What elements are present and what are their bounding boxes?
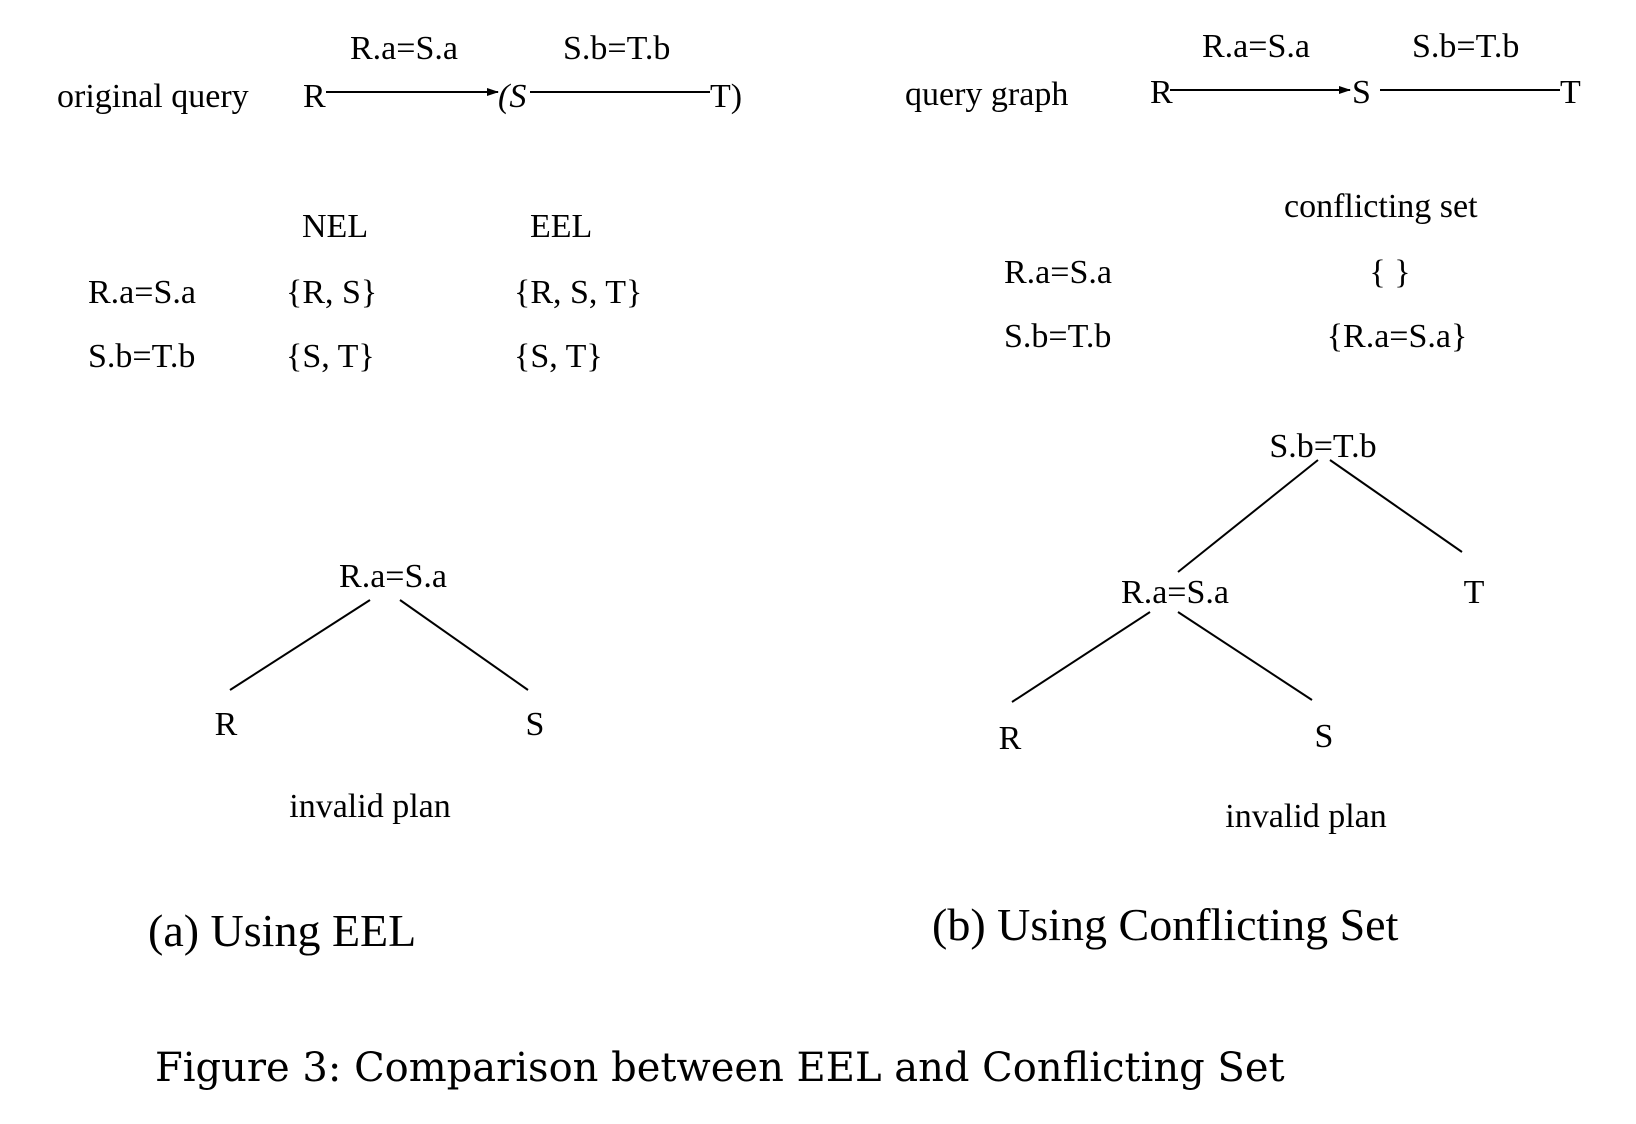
figure-caption: Figure 3: Comparison between EEL and Con… xyxy=(155,1045,1285,1091)
query-graph-label: query graph xyxy=(905,76,1069,113)
tree-a-leaf-s: S xyxy=(525,706,545,743)
tree-a-root: R.a=S.a xyxy=(339,558,447,595)
tree-b-root-right-branch xyxy=(1329,459,1463,553)
panel-b-node-r: R xyxy=(1150,74,1173,111)
panel-a-node-t: T) xyxy=(710,78,743,115)
panel-b-edge2-label: S.b=T.b xyxy=(1412,28,1520,65)
panel-b-caption: (b) Using Conflicting Set xyxy=(932,899,1399,950)
panel-b-edge1-label: R.a=S.a xyxy=(1202,28,1310,65)
panel-a-row2-eel: {S, T} xyxy=(514,338,603,375)
panel-a-caption: (a) Using EEL xyxy=(148,905,417,956)
panel-a-row2-pred: S.b=T.b xyxy=(88,338,196,375)
panel-b-row1-pred: R.a=S.a xyxy=(1004,254,1112,291)
tree-b-mid: R.a=S.a xyxy=(1121,574,1229,611)
tree-b-leaf-t: T xyxy=(1463,574,1485,611)
panel-a-row1-pred: R.a=S.a xyxy=(88,274,196,311)
original-query-label: original query xyxy=(57,78,249,115)
panel-a-node-s: (S xyxy=(498,78,527,115)
panel-a-row1-eel: {R, S, T} xyxy=(514,274,643,311)
panel-a-row1-nel: {R, S} xyxy=(286,274,378,311)
tree-b-mid-left-branch xyxy=(1011,611,1151,703)
tree-b-leaf-s: S xyxy=(1314,718,1334,755)
panel-a-node-r: R xyxy=(303,78,326,115)
tree-a-right-branch xyxy=(399,599,529,691)
tree-b-mid-right-branch xyxy=(1177,611,1313,701)
nel-header: NEL xyxy=(302,208,369,245)
panel-a-invalid-plan-label: invalid plan xyxy=(289,788,451,825)
panel-b-invalid-plan-label: invalid plan xyxy=(1225,798,1387,835)
panel-b-row2-set: {R.a=S.a} xyxy=(1326,318,1468,355)
panel-b-row1-set: { } xyxy=(1369,254,1411,291)
tree-a-leaf-r: R xyxy=(214,706,238,743)
panel-a-edge1-label: R.a=S.a xyxy=(350,30,458,67)
panel-b-node-s: S xyxy=(1352,74,1371,111)
panel-a-edge2-label: S.b=T.b xyxy=(563,30,671,67)
eel-header: EEL xyxy=(530,208,593,245)
panel-a-row2-nel: {S, T} xyxy=(286,338,375,375)
panel-b-row2-pred: S.b=T.b xyxy=(1004,318,1112,355)
tree-b-root-left-branch xyxy=(1177,459,1319,573)
conflicting-set-header: conflicting set xyxy=(1284,188,1478,225)
tree-b-leaf-r: R xyxy=(998,720,1022,757)
tree-a-left-branch xyxy=(229,599,371,691)
panel-b-node-t: T xyxy=(1560,74,1581,111)
tree-b-root: S.b=T.b xyxy=(1269,428,1377,465)
